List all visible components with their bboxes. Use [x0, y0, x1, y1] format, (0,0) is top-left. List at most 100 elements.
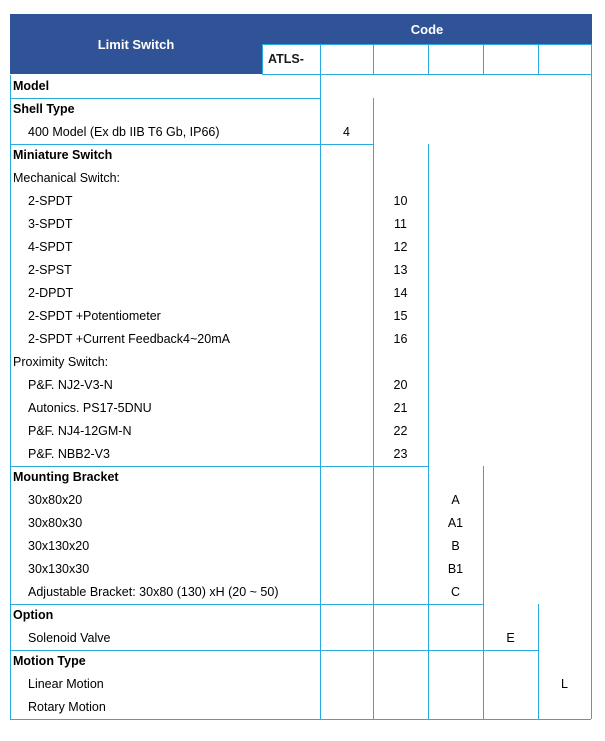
option-label: 4-SPDT [28, 240, 73, 254]
section-bottom-rule [10, 144, 373, 145]
prefix-cell: ATLS- [262, 44, 320, 74]
option-code: 4 [343, 125, 350, 139]
header-subrow-top-rule [262, 44, 592, 45]
option-row[interactable]: 3-SPDT 11 [0, 213, 605, 236]
option-row[interactable]: P&F. NJ4-12GM-N 22 [0, 420, 605, 443]
section-header-miniature-switch: Miniature Switch [0, 144, 605, 167]
code-column-divider [538, 650, 539, 719]
option-label: Solenoid Valve [28, 631, 111, 645]
option-row[interactable]: Solenoid Valve E [0, 627, 605, 650]
section-title: Model [13, 79, 50, 93]
table-title-cell: Limit Switch [10, 14, 262, 74]
option-label: Autonics. PS17-5DNU [28, 401, 152, 415]
option-label: 400 Model (Ex db IIB T6 Gb, IP66) [28, 125, 220, 139]
option-label: 2-DPDT [28, 286, 74, 300]
section-right-edge [320, 75, 321, 98]
option-label: 30x130x30 [28, 562, 90, 576]
option-label: Mechanical Switch: [13, 171, 120, 185]
option-label: P&F. NJ4-12GM-N [28, 424, 132, 438]
section-header-option: Option [0, 604, 605, 627]
option-row[interactable]: 2-SPDT +Current Feedback4~20mA 16 [0, 328, 605, 351]
prefix-label: ATLS- [268, 52, 304, 66]
code-column-divider [428, 466, 429, 719]
section-title: Miniature Switch [13, 148, 113, 162]
table-right-edge [591, 75, 592, 719]
code-header-label: Code [410, 21, 444, 37]
option-row[interactable]: Mechanical Switch: [0, 167, 605, 190]
option-code: 10 [393, 194, 408, 208]
option-code: 22 [393, 424, 408, 438]
option-code: 15 [393, 309, 408, 323]
header-col-divider-4 [483, 44, 484, 74]
code-column-divider [373, 144, 374, 719]
table-title: Limit Switch [97, 36, 175, 52]
option-label: Adjustable Bracket: 30x80 (130) xH (20 ~… [28, 585, 279, 599]
option-row[interactable]: 30x80x30 A1 [0, 512, 605, 535]
option-row[interactable]: P&F. NBB2-V3 23 [0, 443, 605, 466]
option-code: B [451, 539, 460, 553]
option-code: 23 [393, 447, 408, 461]
section-right-edge [538, 604, 539, 650]
header-col-divider-3 [428, 44, 429, 74]
option-label: P&F. NJ2-V3-N [28, 378, 113, 392]
option-code: 12 [393, 240, 408, 254]
header-col-divider-0 [262, 44, 263, 74]
option-row[interactable]: 400 Model (Ex db IIB T6 Gb, IP66) 4 [0, 121, 605, 144]
section-header-mounting-bracket: Mounting Bracket [0, 466, 605, 489]
section-title: Mounting Bracket [13, 470, 119, 484]
option-code: 11 [394, 217, 407, 231]
header-col-divider-5 [538, 44, 539, 74]
option-label: 30x80x30 [28, 516, 83, 530]
option-code: L [561, 677, 568, 691]
header-col-divider-6 [591, 44, 592, 74]
section-right-edge [373, 98, 374, 144]
section-header-shell-type: Shell Type [0, 98, 605, 121]
option-row[interactable]: 30x130x30 B1 [0, 558, 605, 581]
header-subrow-bottom-rule [262, 74, 592, 75]
option-row[interactable]: Adjustable Bracket: 30x80 (130) xH (20 ~… [0, 581, 605, 604]
option-code: E [506, 631, 515, 645]
section-right-edge [428, 144, 429, 466]
code-column-divider [320, 98, 321, 719]
section-title: Option [13, 608, 54, 622]
table-left-edge [10, 75, 11, 719]
section-bottom-rule [10, 466, 428, 467]
code-header-cell: Code [262, 14, 592, 44]
section-header-motion-type: Motion Type [0, 650, 605, 673]
option-label: Rotary Motion [28, 700, 106, 714]
option-code: C [450, 585, 461, 599]
option-label: 2-SPDT [28, 194, 73, 208]
option-code: A [451, 493, 460, 507]
section-bottom-rule [10, 650, 538, 651]
option-label: Proximity Switch: [13, 355, 109, 369]
section-bottom-rule [10, 98, 320, 99]
option-row[interactable]: 4-SPDT 12 [0, 236, 605, 259]
option-row[interactable]: 2-DPDT 14 [0, 282, 605, 305]
option-row[interactable]: Rotary Motion [0, 696, 605, 719]
option-code: B1 [447, 562, 464, 576]
option-row[interactable]: 2-SPDT 10 [0, 190, 605, 213]
option-code: 16 [393, 332, 408, 346]
option-label: P&F. NBB2-V3 [28, 447, 110, 461]
option-code: 13 [393, 263, 408, 277]
option-row[interactable]: 30x80x20 A [0, 489, 605, 512]
option-label: 3-SPDT [28, 217, 73, 231]
section-header-model: Model [0, 75, 605, 98]
option-label: 30x80x20 [28, 493, 83, 507]
option-code: 14 [393, 286, 408, 300]
option-label: 2-SPDT +Current Feedback4~20mA [28, 332, 230, 346]
header-col-divider-2 [373, 44, 374, 74]
code-column-divider [483, 604, 484, 719]
option-code: A1 [447, 516, 464, 530]
header-col-divider-1 [320, 44, 321, 74]
section-right-edge [483, 466, 484, 604]
section-title: Shell Type [13, 102, 75, 116]
option-row[interactable]: Proximity Switch: [0, 351, 605, 374]
